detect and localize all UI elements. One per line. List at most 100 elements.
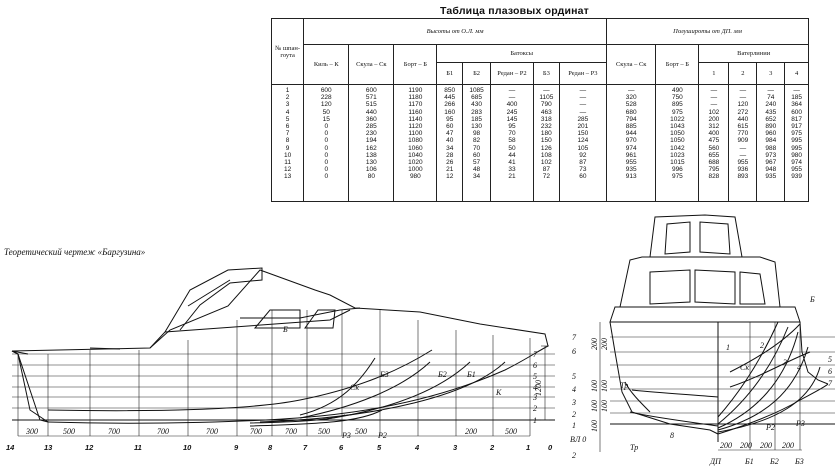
scale-label: 2 <box>572 410 576 419</box>
chine-hb-column: — 320 528 680 794 885 944 970 974 961 95… <box>606 84 657 202</box>
side-hb-column: 490 750 895 975 1022 1043 1050 1050 1042… <box>655 84 700 202</box>
b3-line-label: Б3 <box>379 370 389 379</box>
wl1-header: 1 <box>698 62 730 85</box>
chine-line-label: Ск <box>350 383 359 392</box>
wl-label-6: 6 <box>533 361 537 370</box>
b2-line-label: Б2 <box>437 370 447 379</box>
keel-line-label: К <box>495 388 502 397</box>
bottom-label: Б1 <box>744 457 754 466</box>
scale-label: 3 <box>571 398 576 407</box>
body-plan: 7 6 5 4 3 2 1 ВЛ 0 2 200 200 100 100 100… <box>570 214 835 466</box>
b1-line-label: Б1 <box>466 370 476 379</box>
profile-view: Б Ск Б3 Б2 Б1 К Р3 Р2 1200 7 6 5 4 3 2 1… <box>6 267 555 452</box>
wl-label-7: 7 <box>533 350 538 359</box>
half-breadths-header: Полуширoты от ДП. мм <box>606 18 809 45</box>
transom-label: Тр <box>620 381 628 390</box>
station-label: 4 <box>414 443 420 452</box>
hull-profile <box>11 267 549 424</box>
spacing-dim: 700 <box>285 427 297 436</box>
chine-hb-header: Скула – Ск <box>606 44 657 85</box>
left-dim: 100 <box>600 380 609 392</box>
waterlines-header: Ватерлинии <box>698 44 809 63</box>
station-label: 14 <box>6 443 15 452</box>
section-label: 3 <box>782 358 787 367</box>
spacing-dim: 500 <box>318 427 330 436</box>
station-label: 2 <box>489 443 495 452</box>
spacing-dim: 700 <box>206 427 218 436</box>
waterline-labels: 7 6 5 4 3 2 1 <box>532 350 538 425</box>
wl-label-2: 2 <box>533 404 537 413</box>
body-plan-right-wl: 5 6 7 <box>828 355 833 388</box>
r2-column: — — 400 245 145 95 70 58 50 44 41 33 21 <box>490 84 534 202</box>
wl4-header: 4 <box>784 62 809 85</box>
bottom-dim: 200 <box>760 441 772 450</box>
station-label: 7 <box>303 443 308 452</box>
spacing-dim: 500 <box>505 427 517 436</box>
r2-label: Р2 <box>765 423 775 432</box>
frame-column: 1 2 3 4 5 6 7 8 9 10 11 12 13 <box>270 84 305 202</box>
bottom-dim: 200 <box>740 441 752 450</box>
body-plan-left-dims: 200 200 100 100 100 100 100 <box>590 338 609 432</box>
b3-line <box>299 357 376 416</box>
section-label: 8 <box>670 431 674 440</box>
wl2-column: — — 120 272 440 615 770 909 — — 955 936 … <box>728 84 758 202</box>
offset-table-title: Таблица плазовых ординат <box>440 5 590 17</box>
offset-table: № шпан- гоута Высоты от О.Л. мм Полуширo… <box>270 18 809 202</box>
station-label: 8 <box>268 443 273 452</box>
chine-column: 600 571 515 440 360 285 230 194 162 138 … <box>348 84 395 202</box>
b3-column: — 1105 790 463 318 232 180 150 126 108 1… <box>532 84 560 202</box>
r3-line <box>249 414 346 424</box>
scale-label: 7 <box>572 333 577 342</box>
station-label: 5 <box>377 443 382 452</box>
station-lines <box>17 310 531 436</box>
spacing-dim: 700 <box>108 427 120 436</box>
side-line-label: Б <box>282 325 288 334</box>
left-dim: 100 <box>600 400 609 412</box>
bottom-dim: 200 <box>720 441 732 450</box>
chine-line <box>47 349 433 412</box>
left-dim: 100 <box>590 420 599 432</box>
body-plan-waterlines <box>610 336 835 425</box>
wl-label-1: 1 <box>533 416 537 425</box>
wl2-header: 2 <box>728 62 758 85</box>
station-label: 0 <box>548 443 553 452</box>
side-hb-header: Борт – Б <box>655 44 700 85</box>
section-label: Ск <box>740 363 749 372</box>
station-label: 11 <box>134 443 142 452</box>
body-plan-superstructure <box>609 214 801 323</box>
body-plan-left-scale: 7 6 5 4 3 2 1 ВЛ 0 2 <box>570 333 586 460</box>
wl3-column: — 74 240 435 652 890 960 984 988 973 967… <box>756 84 786 202</box>
section-label: 4 <box>797 363 801 372</box>
buttocks-header: Батоксы <box>436 44 608 63</box>
spacing-dims: 300 500 700 700 700 700 700 500 500 200 … <box>25 427 517 436</box>
chine-header: Скула – Ск <box>348 44 395 85</box>
section-label: 2 <box>760 341 764 350</box>
scale-label: 5 <box>572 372 576 381</box>
height-dim-label: 1200 <box>534 380 543 396</box>
spacing-dim: 500 <box>355 427 367 436</box>
waterline-grid <box>12 353 555 421</box>
side-header: Борт – Б <box>393 44 438 85</box>
transom-label-bottom: Тр <box>630 443 638 452</box>
bottom-label: ДП <box>709 457 722 466</box>
wl-label: 6 <box>828 367 832 376</box>
b2-column: 1085 685 430 283 185 130 98 82 70 60 57 … <box>462 84 492 202</box>
frame-number-header: № шпан- гоута <box>270 18 305 85</box>
wl-label-3: 3 <box>532 393 537 402</box>
wl4-column: — 185 364 600 817 917 975 995 995 980 97… <box>784 84 809 202</box>
r2-header: Редан – Р2 <box>490 62 534 85</box>
station-label: 3 <box>453 443 458 452</box>
b2-header: Б2 <box>462 62 492 85</box>
scale-label: ВЛ 0 <box>570 435 586 444</box>
r3-label: Р3 <box>795 419 805 428</box>
left-dim: 200 <box>600 338 609 350</box>
bottom-dim: 200 <box>782 441 794 450</box>
keel-header: Киль – К <box>303 44 350 85</box>
b1-header: Б1 <box>436 62 464 85</box>
scale-label: 2 <box>572 451 576 460</box>
b2-line <box>299 361 431 419</box>
spacing-dim: 500 <box>63 427 75 436</box>
heights-header: Высоты от О.Л. мм <box>303 18 608 45</box>
r3-header: Редан – Р3 <box>558 62 608 85</box>
left-dim: 100 <box>590 400 599 412</box>
